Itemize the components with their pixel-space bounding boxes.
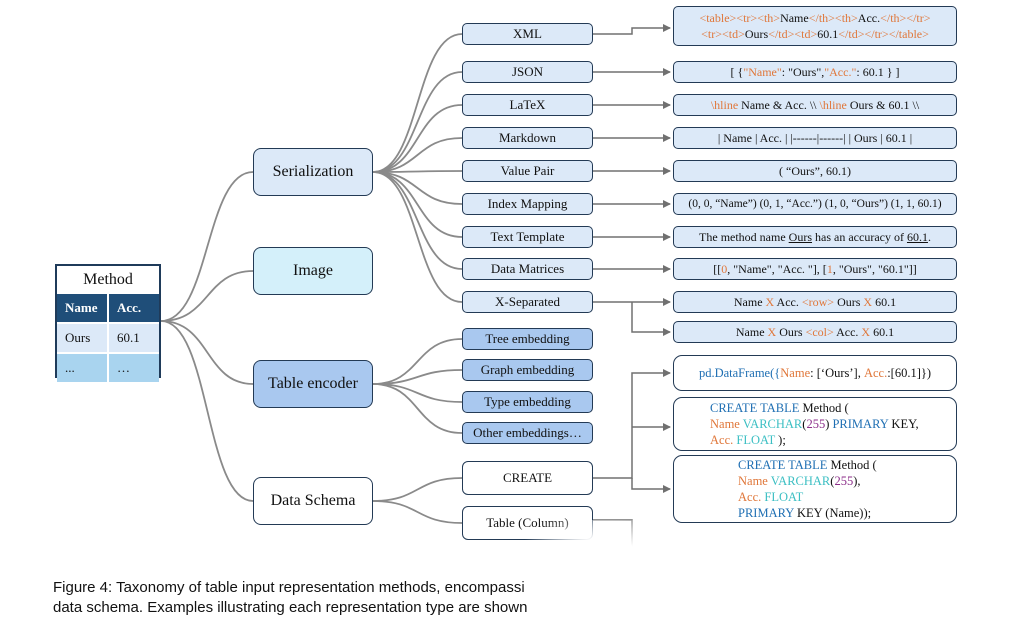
- faded-overlay: [520, 520, 660, 626]
- example-x-separated-col: Name X Ours <col> Acc. X 60.1: [673, 321, 957, 343]
- node-value-pair: Value Pair: [462, 160, 593, 182]
- node-x-separated: X-Separated: [462, 291, 593, 313]
- example-data-matrices: [[0, "Name", "Acc. "], [1, "Ours", "60.1…: [673, 258, 957, 280]
- table-cell: 60.1: [107, 324, 159, 352]
- node-type-embedding: Type embedding: [462, 391, 593, 413]
- code-line: Acc. FLOAT: [738, 490, 804, 504]
- example-xml-line1: <table><tr><th>Name</th><th>Acc.</th></t…: [699, 11, 931, 25]
- node-image: Image: [253, 247, 373, 295]
- example-create-inline: CREATE TABLE Method ( Name VARCHAR(255) …: [673, 397, 957, 451]
- node-xml: XML: [462, 23, 593, 45]
- example-xml: <table><tr><th>Name</th><th>Acc.</th></t…: [673, 6, 957, 46]
- example-index-mapping: (0, 0, “Name”) (0, 1, “Acc.”) (1, 0, “Ou…: [673, 193, 957, 215]
- table-header-name: Name: [57, 294, 107, 322]
- code-line: Name VARCHAR(255) PRIMARY KEY,: [710, 417, 919, 431]
- code-line: CREATE TABLE Method (: [710, 401, 849, 415]
- table-header-acc: Acc.: [107, 294, 159, 322]
- table-cell: …: [107, 354, 159, 382]
- node-serialization: Serialization: [253, 148, 373, 196]
- node-other-embeddings: Other embeddings…: [462, 422, 593, 444]
- example-markdown: | Name | Acc. | |------|------| | Ours |…: [673, 127, 957, 149]
- caption-line2: data schema. Examples illustrating each …: [53, 599, 528, 616]
- node-graph-embedding: Graph embedding: [462, 359, 593, 381]
- example-x-separated-row: Name X Acc. <row> Ours X 60.1: [673, 291, 957, 313]
- code-line: PRIMARY KEY (Name));: [738, 506, 872, 520]
- example-create-separate-key: CREATE TABLE Method ( Name VARCHAR(255),…: [673, 455, 957, 523]
- tree-branches: [160, 33, 463, 524]
- example-latex: \hline Name & Acc. \\ \hline Ours & 60.1…: [673, 94, 957, 116]
- node-markdown: Markdown: [462, 127, 593, 149]
- code-line: CREATE TABLE Method (: [738, 458, 877, 472]
- source-table: Method Name Acc. Ours 60.1 ... …: [55, 264, 161, 382]
- table-cell: Ours: [57, 324, 107, 352]
- example-arrows: [593, 24, 671, 560]
- node-index-mapping: Index Mapping: [462, 193, 593, 215]
- table-header-row: Name Acc.: [57, 294, 159, 322]
- table-title: Method: [83, 271, 133, 288]
- example-json: [ { "Name": "Ours", "Acc.": 60.1 } ]: [673, 61, 957, 83]
- table-row: Ours 60.1: [57, 322, 159, 352]
- example-xml-line2: <tr><td>Ours</td><td>60.1</td></tr></tab…: [701, 27, 929, 41]
- example-text-template: The method name Ours has an accuracy of …: [673, 226, 957, 248]
- node-data-matrices: Data Matrices: [462, 258, 593, 280]
- figure-caption: Figure 4: Taxonomy of table input repres…: [53, 578, 573, 618]
- node-text-template: Text Template: [462, 226, 593, 248]
- node-json: JSON: [462, 61, 593, 83]
- example-dataframe: pd.DataFrame({Name: [‘Ours’], Acc.:[60.1…: [673, 355, 957, 391]
- node-create: CREATE: [462, 461, 593, 495]
- caption-line1: Figure 4: Taxonomy of table input repres…: [53, 579, 525, 596]
- example-value-pair: ( “Ours”, 60.1): [673, 160, 957, 182]
- table-cell: ...: [57, 354, 107, 382]
- node-table-encoder: Table encoder: [253, 360, 373, 408]
- code-line: Acc. FLOAT );: [710, 433, 786, 447]
- code-line: Name VARCHAR(255),: [738, 474, 861, 488]
- node-latex: LaTeX: [462, 94, 593, 116]
- table-row: ... …: [57, 352, 159, 382]
- node-tree-embedding: Tree embedding: [462, 328, 593, 350]
- node-data-schema: Data Schema: [253, 477, 373, 525]
